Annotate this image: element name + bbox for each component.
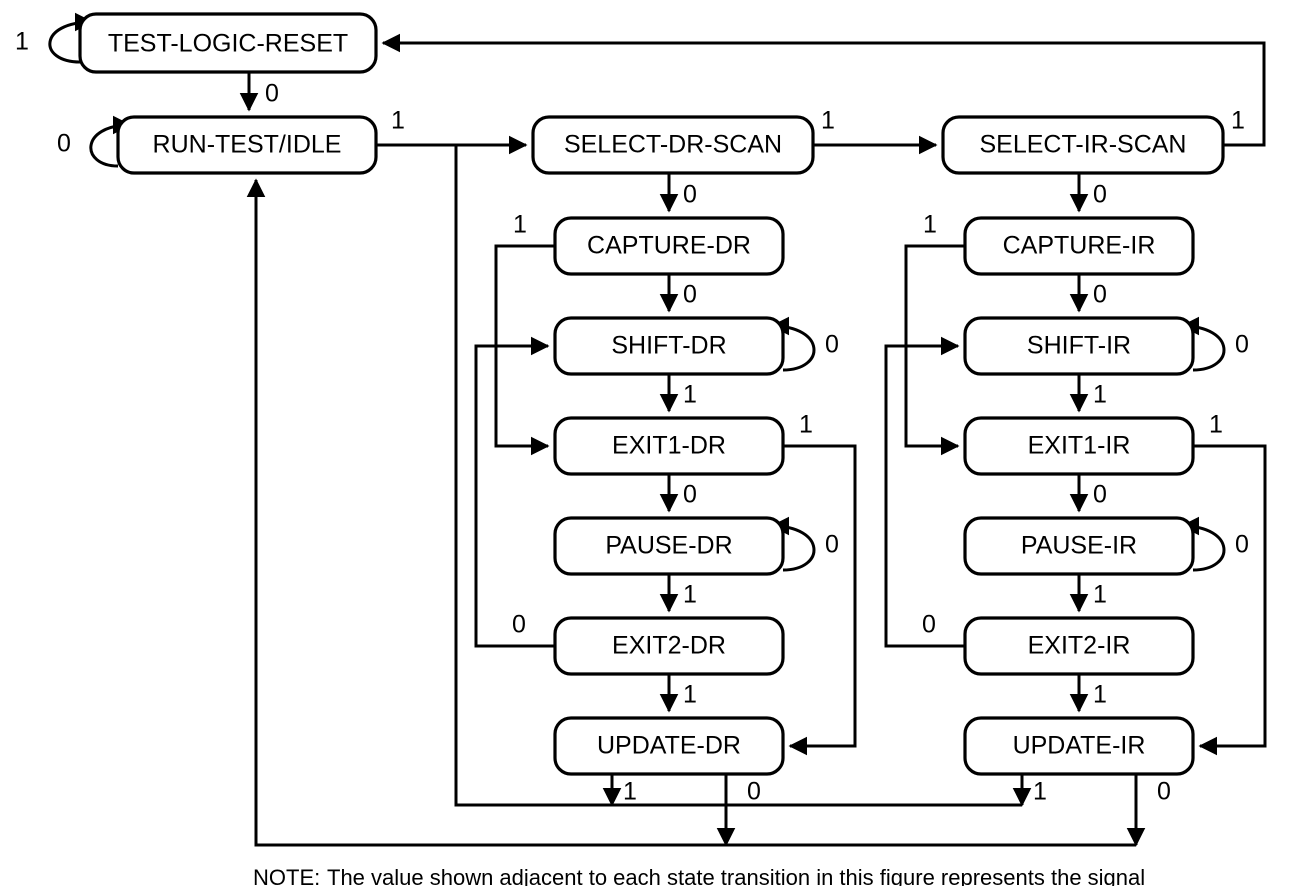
states-layer: TEST-LOGIC-RESET RUN-TEST/IDLE SELECT-DR… xyxy=(78,12,1225,776)
transition-label-exit2ir-shiftir: 0 xyxy=(922,611,936,639)
state-label: CAPTURE-IR xyxy=(1003,232,1156,260)
state-run-test-idle[interactable]: RUN-TEST/IDLE xyxy=(116,115,378,175)
transition-label-capir-exit1ir: 1 xyxy=(923,211,937,239)
state-label: UPDATE-IR xyxy=(1013,732,1146,760)
transition-label-sirs-tlr: 1 xyxy=(1231,107,1245,135)
edge-sirs-to-tlr xyxy=(381,33,1266,147)
transition-label-shiftdr-self: 0 xyxy=(825,331,839,359)
transition-label-exit1dr-pausedr: 0 xyxy=(683,481,697,509)
transition-label-exit1ir-pauseir: 0 xyxy=(1093,481,1107,509)
state-shift-dr[interactable]: SHIFT-DR xyxy=(553,316,785,376)
state-label: UPDATE-DR xyxy=(597,732,741,760)
transition-label-exit2dr-updatedr: 1 xyxy=(683,681,697,709)
edge-rti-self xyxy=(89,115,132,168)
transition-label-pauseir-self: 0 xyxy=(1235,531,1249,559)
state-label: RUN-TEST/IDLE xyxy=(153,131,342,159)
transition-label-pauseir-exit2ir: 1 xyxy=(1093,581,1107,609)
transition-label-updatedr-sdrs: 1 xyxy=(623,778,637,806)
transition-label-rti-self: 0 xyxy=(57,130,71,158)
state-test-logic-reset[interactable]: TEST-LOGIC-RESET xyxy=(78,12,378,74)
note-body: The value shown adjacent to each state t… xyxy=(327,865,1145,886)
state-exit2-dr[interactable]: EXIT2-DR xyxy=(553,616,785,676)
transition-label-exit2ir-updateir: 1 xyxy=(1093,681,1107,709)
transition-label-pausedr-self: 0 xyxy=(825,531,839,559)
edge-exit2dr-to-shiftdr xyxy=(474,336,555,648)
state-capture-ir[interactable]: CAPTURE-IR xyxy=(963,216,1195,276)
transition-label-sdrs-capdr: 0 xyxy=(683,181,697,209)
transition-label-sdrs-sirs: 1 xyxy=(821,107,835,135)
edge-exit1dr-to-updatedr xyxy=(783,444,857,756)
figure-note: NOTE: The value shown adjacent to each s… xyxy=(253,865,1145,886)
edge-exit2ir-to-shiftir xyxy=(884,336,965,648)
transition-label-updateir-rti: 0 xyxy=(1157,778,1171,806)
transition-label-updateir-sdrs: 1 xyxy=(1033,778,1047,806)
edge-tlr-self xyxy=(48,12,94,64)
transition-label-shiftir-self: 0 xyxy=(1235,331,1249,359)
state-label: PAUSE-DR xyxy=(605,532,732,560)
transition-label-updatedr-rti: 0 xyxy=(747,778,761,806)
state-label: PAUSE-IR xyxy=(1021,532,1137,560)
transition-labels-layer: 1 0 0 1 0 1 1 0 0 1 1 0 0 1 0 1 1 0 0 1 … xyxy=(15,28,1249,806)
state-pause-ir[interactable]: PAUSE-IR xyxy=(963,516,1195,576)
state-pause-dr[interactable]: PAUSE-DR xyxy=(553,516,785,576)
state-shift-ir[interactable]: SHIFT-IR xyxy=(963,316,1195,376)
transition-label-shiftdr-exit1dr: 1 xyxy=(683,381,697,409)
state-label: CAPTURE-DR xyxy=(587,232,751,260)
transition-label-capdr-exit1dr: 1 xyxy=(513,211,527,239)
edges-layer xyxy=(48,12,1267,847)
edge-pauseir-self xyxy=(1180,516,1226,572)
edge-bottom-bus-to-rti xyxy=(246,178,1136,847)
state-exit2-ir[interactable]: EXIT2-IR xyxy=(963,616,1195,676)
state-select-ir-scan[interactable]: SELECT-IR-SCAN xyxy=(941,115,1225,175)
state-label: SELECT-DR-SCAN xyxy=(564,131,782,159)
state-exit1-ir[interactable]: EXIT1-IR xyxy=(963,416,1195,476)
transition-label-exit1dr-updatedr: 1 xyxy=(799,411,813,439)
transition-label-capir-shiftir: 0 xyxy=(1093,281,1107,309)
state-exit1-dr[interactable]: EXIT1-DR xyxy=(553,416,785,476)
transition-label-shiftir-exit1ir: 1 xyxy=(1093,381,1107,409)
note-prefix: NOTE: xyxy=(253,865,320,886)
state-capture-dr[interactable]: CAPTURE-DR xyxy=(553,216,785,276)
state-label: EXIT2-DR xyxy=(612,632,726,660)
state-label: EXIT1-IR xyxy=(1028,432,1131,460)
transition-label-rti-sdrs: 1 xyxy=(391,107,405,135)
edge-exit1ir-to-updateir xyxy=(1193,444,1267,756)
state-update-ir[interactable]: UPDATE-IR xyxy=(963,716,1195,776)
state-label: EXIT2-IR xyxy=(1028,632,1131,660)
edge-pausedr-self xyxy=(770,516,816,572)
state-update-dr[interactable]: UPDATE-DR xyxy=(553,716,785,776)
transition-label-tlr-self: 1 xyxy=(15,28,29,56)
transition-label-pausedr-exit2dr: 1 xyxy=(683,581,697,609)
state-label: SHIFT-DR xyxy=(611,332,726,360)
state-label: EXIT1-DR xyxy=(612,432,726,460)
state-label: SHIFT-IR xyxy=(1027,332,1131,360)
edge-shiftir-self xyxy=(1180,316,1226,372)
state-label: TEST-LOGIC-RESET xyxy=(108,30,348,58)
transition-label-exit2dr-shiftdr: 0 xyxy=(512,611,526,639)
transition-label-tlr-rti: 0 xyxy=(265,80,279,108)
transition-label-capdr-shiftdr: 0 xyxy=(683,281,697,309)
transition-label-sirs-capir: 0 xyxy=(1093,181,1107,209)
state-label: SELECT-IR-SCAN xyxy=(980,131,1187,159)
edge-shiftdr-self xyxy=(770,316,816,372)
state-select-dr-scan[interactable]: SELECT-DR-SCAN xyxy=(531,115,815,175)
transition-label-exit1ir-updateir: 1 xyxy=(1209,411,1223,439)
